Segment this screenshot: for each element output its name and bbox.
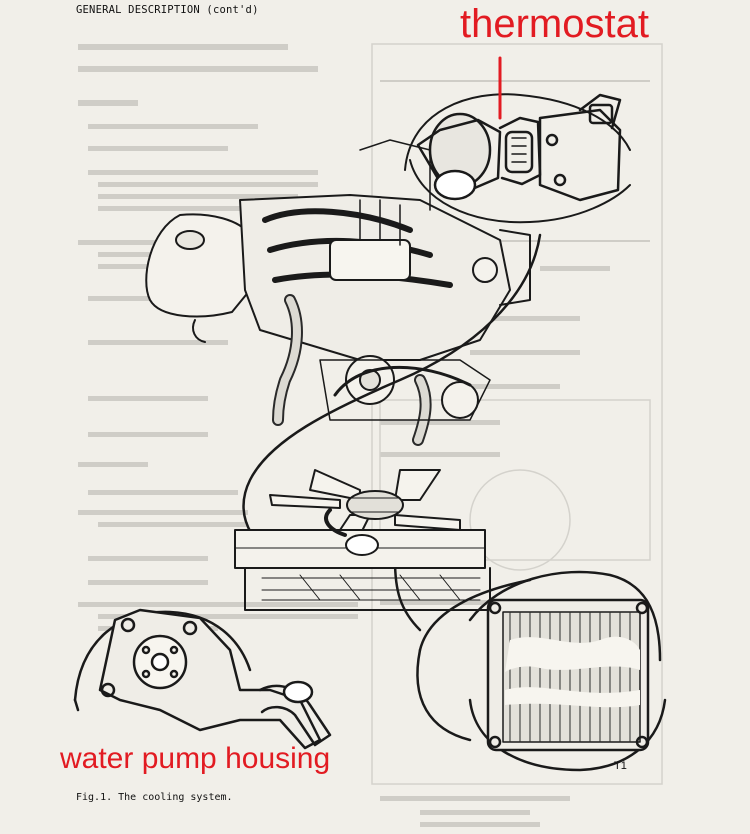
- thermostat-label: thermostat: [460, 2, 649, 46]
- fan-drawing: [269, 469, 461, 546]
- figure-mark: T1: [614, 760, 627, 772]
- page-header: GENERAL DESCRIPTION (cont'd): [76, 4, 259, 16]
- water-pump-inset: [73, 608, 332, 750]
- water-pump-housing-label: water pump housing: [60, 742, 331, 775]
- engine-drawing: [145, 139, 531, 446]
- figure-caption: Fig.1. The cooling system.: [76, 792, 233, 803]
- radiator-inset: [468, 570, 667, 772]
- thermostat-inset: [404, 93, 631, 224]
- radiator-drawing: [234, 508, 491, 611]
